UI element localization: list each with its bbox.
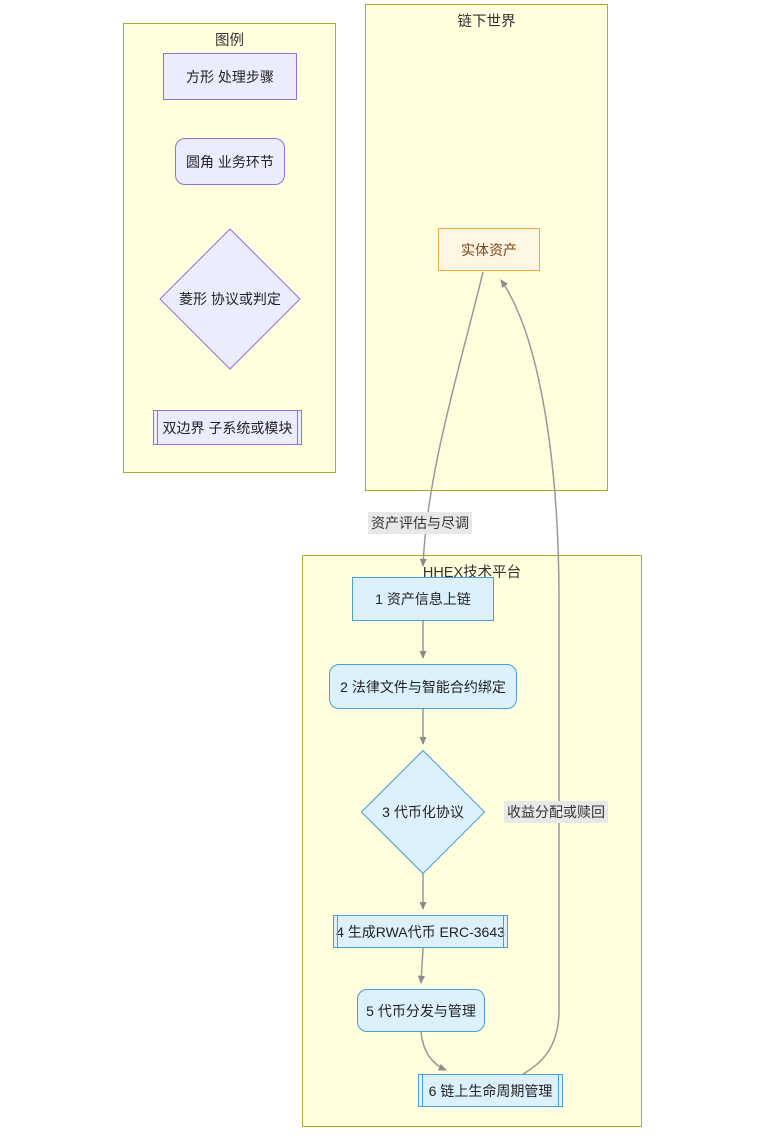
platform-container: HHEX技术平台 [302,555,642,1127]
legend-item-subroutine: 双边界 子系统或模块 [153,410,302,445]
legend-item-rect-label: 方形 处理步骤 [186,68,274,85]
legend-item-rounded: 圆角 业务环节 [175,138,285,185]
node-5-label: 5 代币分发与管理 [366,1002,476,1019]
node-asset-info-onchain: 1 资产信息上链 [352,577,494,621]
node-6-label: 6 链上生命周期管理 [428,1082,553,1099]
node-token-distribution: 5 代币分发与管理 [357,989,485,1032]
node-generate-rwa-token: 4 生成RWA代币 ERC-3643 [333,915,508,948]
node-3-label: 3 代币化协议 [382,804,464,820]
node-2-label: 2 法律文件与智能合约绑定 [340,678,506,695]
offchain-world-title: 链下世界 [457,14,516,30]
node-legal-contract-binding: 2 法律文件与智能合约绑定 [329,664,517,709]
node-1-label: 1 资产信息上链 [375,591,471,607]
node-physical-asset: 实体资产 [438,228,540,271]
legend-item-rect: 方形 处理步骤 [163,53,297,100]
legend-title: 图例 [215,33,244,49]
edge-label-appraisal: 资产评估与尽调 [368,512,472,534]
node-4-label: 4 生成RWA代币 ERC-3643 [336,923,505,940]
edge-label-return: 收益分配或赎回 [504,801,608,823]
legend-item-rounded-label: 圆角 业务环节 [186,153,274,170]
legend-item-subroutine-label: 双边界 子系统或模块 [162,419,293,436]
node-physical-asset-label: 实体资产 [461,241,517,258]
legend-item-diamond-label: 菱形 协议或判定 [179,291,281,307]
offchain-world-container: 链下世界 [365,4,608,491]
node-onchain-lifecycle: 6 链上生命周期管理 [418,1074,563,1107]
